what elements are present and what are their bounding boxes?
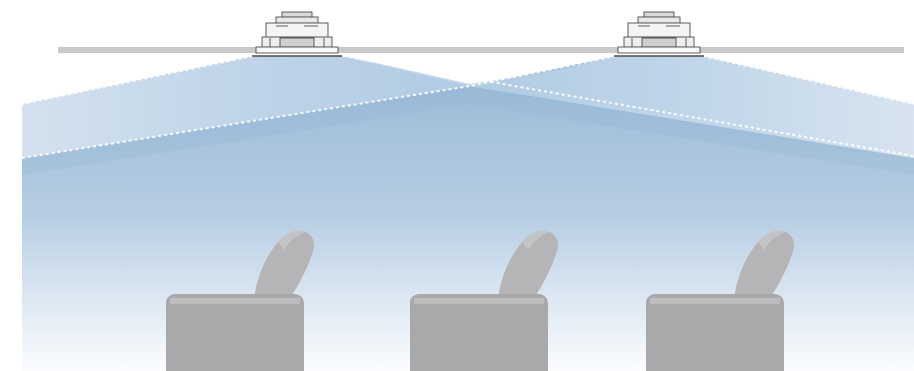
ceiling-line	[58, 47, 904, 53]
ceiling-speaker-icon	[614, 11, 704, 57]
beam-edges	[21, 55, 914, 159]
theater-seat-icon	[166, 230, 314, 371]
theater-seat-icon	[646, 230, 794, 371]
theater-seat-icon	[410, 230, 558, 371]
right-speaker-beam	[470, 56, 914, 158]
beam-overlap-band	[22, 86, 914, 175]
ceiling-speaker-icon	[252, 11, 342, 57]
